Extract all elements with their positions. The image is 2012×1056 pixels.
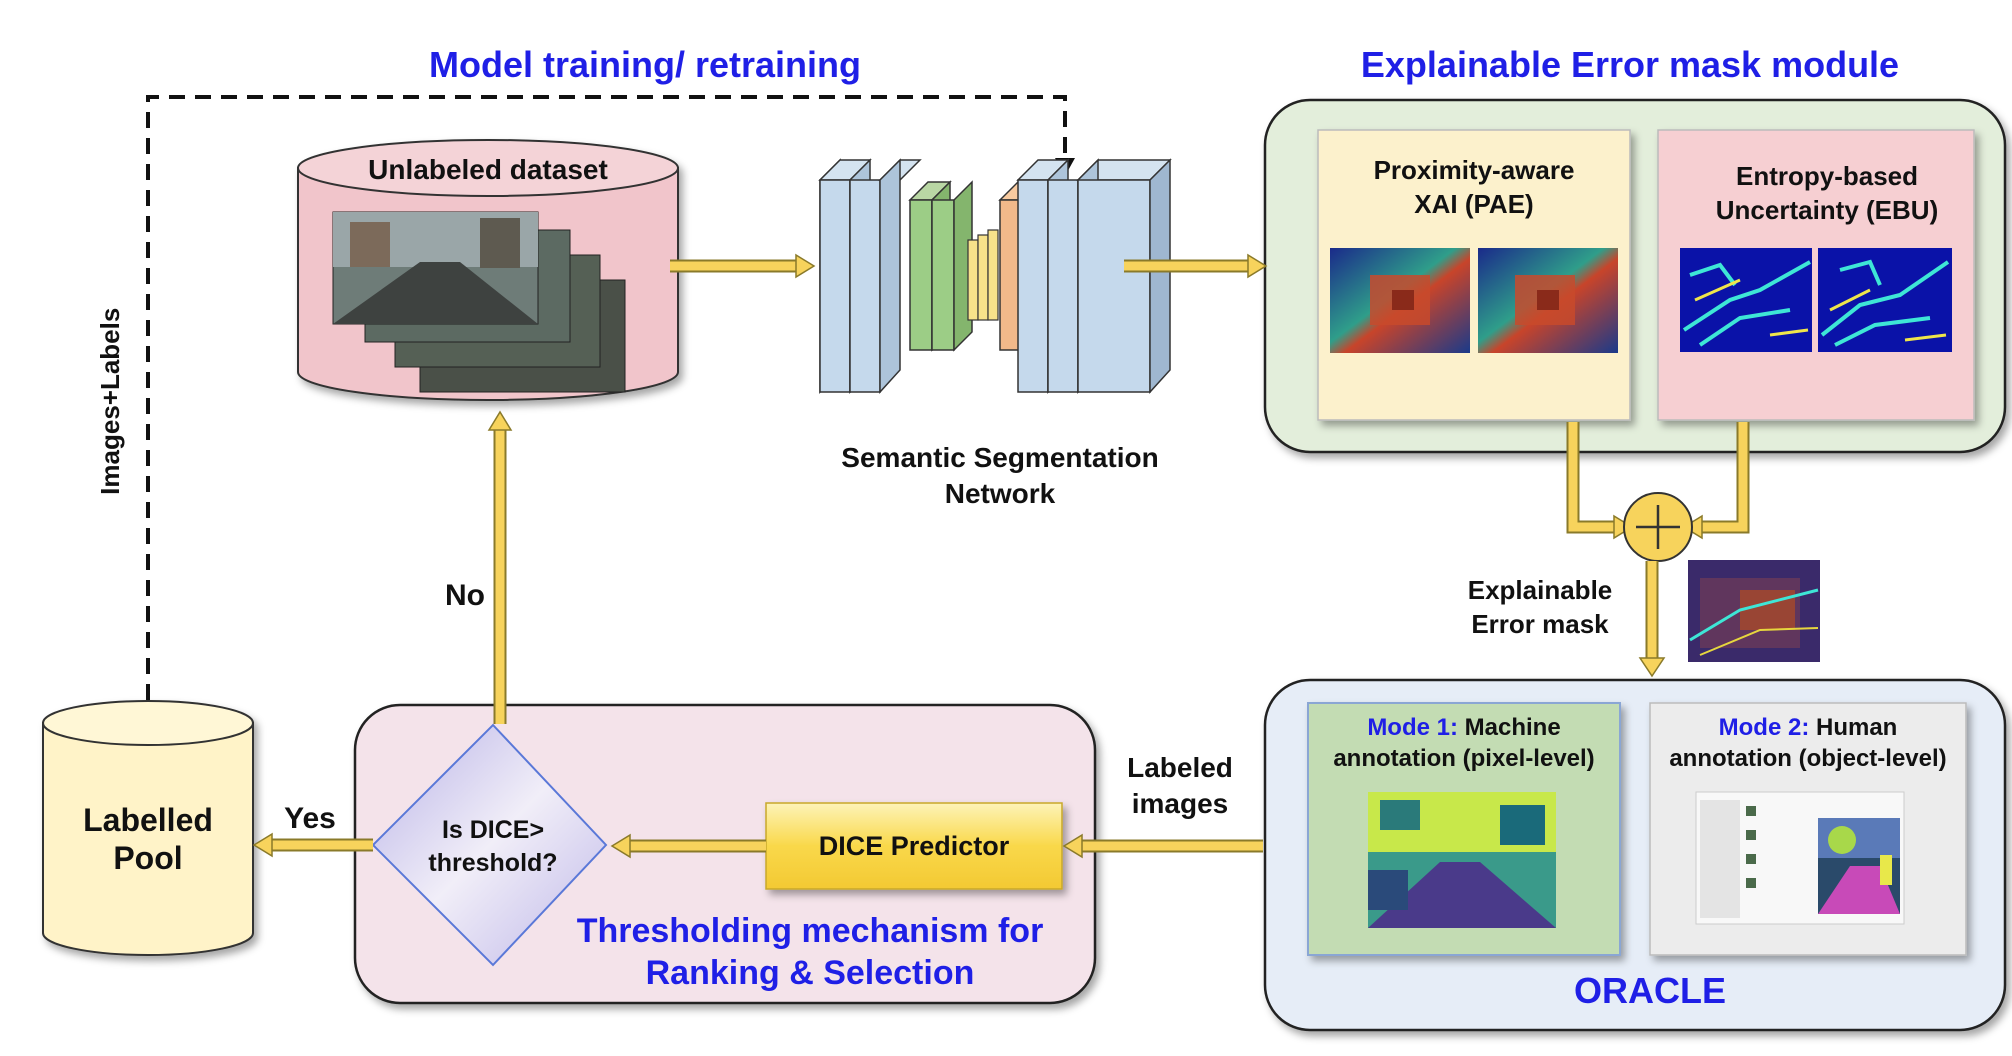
segmentation-network [818, 158, 1172, 394]
mode1-label-line2: annotation (pixel-level) [1333, 745, 1595, 772]
labelled-pool-cylinder [42, 700, 254, 956]
feedback-dashed-line [146, 95, 1067, 700]
arrow-decision-to-dataset [487, 410, 513, 724]
mode2-prefix: Mode 2: [1718, 714, 1810, 741]
arrow-decision-to-pool [252, 832, 373, 858]
model-training-title: Model training/ retraining [428, 44, 862, 85]
network-label-line1: Semantic Segmentation [841, 442, 1159, 473]
no-label: No [445, 579, 485, 612]
pae-heatmap-2 [1478, 248, 1618, 353]
mode1-prefix: Mode 1: [1367, 714, 1458, 741]
thresholding-title-line1: Thresholding mechanism for [576, 912, 1044, 950]
arrow-network-to-module [1124, 253, 1268, 279]
decision-label-line2: threshold? [428, 849, 558, 877]
arrow-dice-to-decision [610, 833, 766, 859]
error-mask-label-line1: Explainable [1467, 575, 1613, 605]
ebu-map-2 [1818, 248, 1952, 352]
labelled-pool-line2: Pool [113, 840, 183, 876]
plus-circle-icon [1623, 492, 1693, 562]
dice-predictor-label: DICE Predictor [818, 831, 1010, 861]
arrow-dataset-to-network [670, 253, 816, 279]
ebu-map-1 [1680, 248, 1812, 352]
images-labels-label: Images+Labels [94, 307, 125, 495]
decision-diamond [371, 723, 608, 967]
labeled-images-line2: images [1131, 788, 1229, 819]
ebu-label-line1: Entropy-based [1735, 161, 1919, 191]
labeled-images-line1: Labeled [1127, 752, 1233, 783]
error-mask-image [1688, 560, 1820, 662]
mode2-label-line1: Mode 2: Human [1650, 713, 1966, 743]
ebu-label-line2: Uncertainty (EBU) [1715, 195, 1939, 225]
network-label-line2: Network [944, 478, 1056, 509]
pae-heatmap-1 [1330, 248, 1470, 353]
error-mask-label-line2: Error mask [1471, 609, 1609, 639]
arrow-oracle-to-dice [1062, 833, 1263, 859]
mode2-label-line2: annotation (object-level) [1669, 745, 1947, 772]
mode1-rest: Machine [1457, 714, 1561, 741]
labelled-pool-line1: Labelled [83, 802, 213, 838]
machine-annotation-image [1368, 792, 1556, 928]
human-annotation-image [1695, 791, 1905, 925]
pae-label-line2: XAI (PAE) [1414, 189, 1534, 219]
pae-label-line1: Proximity-aware [1373, 155, 1575, 185]
oracle-title: ORACLE [1574, 970, 1726, 1011]
thresholding-title-line2: Ranking & Selection [645, 954, 975, 992]
explainable-module-title: Explainable Error mask module [1360, 44, 1900, 85]
mode2-rest: Human [1809, 714, 1898, 741]
yes-label: Yes [284, 802, 336, 835]
decision-label-line1: Is DICE> [441, 816, 545, 844]
mode1-label-line1: Mode 1: Machine [1308, 713, 1620, 743]
unlabeled-dataset-label: Unlabeled dataset [368, 154, 608, 185]
dataset-image-stack [332, 211, 626, 393]
